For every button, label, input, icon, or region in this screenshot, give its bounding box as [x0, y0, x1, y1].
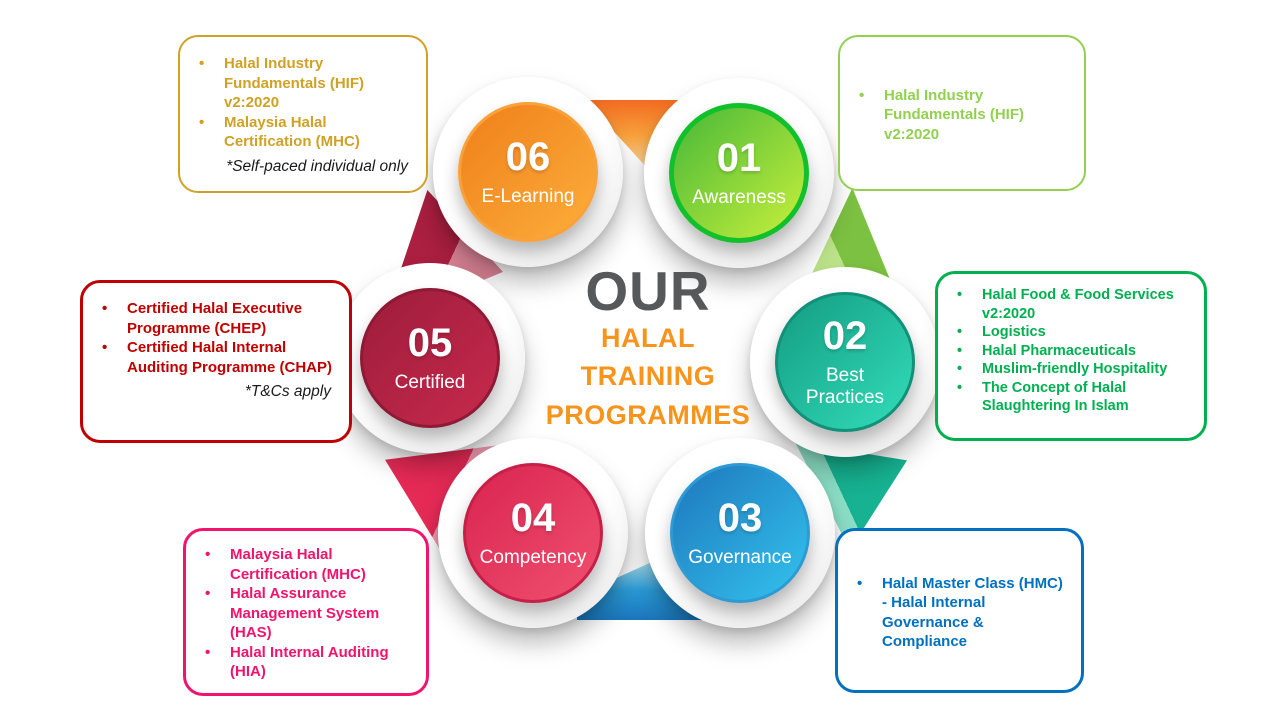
node-governance-circle: 03 Governance [670, 463, 810, 603]
node-elearning-circle: 06 E-Learning [458, 102, 598, 242]
callout-best-practices-list: Halal Food & Food Services v2:2020 Logis… [946, 286, 1194, 416]
list-item: Halal Industry Fundamentals (HIF) v2:202… [848, 86, 1074, 145]
node-certified: 05 Certified [335, 263, 525, 453]
list-item: Halal Assurance Management System (HAS) [194, 584, 416, 643]
node-label: Certified [394, 371, 466, 393]
title-programmes: PROGRAMMES [545, 399, 751, 430]
node-label: E-Learning [481, 185, 575, 207]
node-elearning: 06 E-Learning [433, 77, 623, 267]
callout-certified-list: Certified Halal Executive Programme (CHE… [91, 299, 339, 377]
node-number: 04 [510, 495, 556, 540]
list-item: Logistics [946, 323, 1194, 342]
list-item: The Concept of Halal Slaughtering In Isl… [946, 379, 1194, 416]
list-item: Malaysia Halal Certification (MHC) [188, 113, 416, 152]
callout-certified-note: *T&Cs apply [244, 383, 331, 400]
list-item: Halal Master Class (HMC) - Halal Interna… [846, 574, 1071, 652]
callout-awareness-list: Halal Industry Fundamentals (HIF) v2:202… [848, 86, 1074, 145]
callout-awareness: Halal Industry Fundamentals (HIF) v2:202… [838, 35, 1086, 191]
list-item: Halal Food & Food Services v2:2020 [946, 286, 1194, 323]
callout-competency: Malaysia Halal Certification (MHC) Halal… [183, 528, 429, 696]
node-label: Best Practices [805, 365, 885, 408]
list-item: Certified Halal Executive Programme (CHE… [91, 299, 339, 338]
node-awareness-circle: 01 Awareness [669, 103, 809, 243]
node-label: Awareness [692, 186, 786, 208]
callout-elearning-note: *Self-paced individual only [226, 157, 408, 175]
node-number: 03 [717, 495, 763, 540]
node-certified-circle: 05 Certified [360, 288, 500, 428]
title-halal: HALAL [601, 323, 695, 353]
callout-elearning: Halal Industry Fundamentals (HIF) v2:202… [178, 35, 428, 193]
callout-competency-list: Malaysia Halal Certification (MHC) Halal… [194, 545, 416, 682]
page-title: OUR HALAL TRAINING PROGRAMMES [533, 264, 763, 434]
list-item: Halal Industry Fundamentals (HIF) v2:202… [188, 54, 416, 113]
list-item: Halal Internal Auditing (HIA) [194, 643, 416, 682]
node-number: 02 [822, 314, 868, 359]
callout-governance: Halal Master Class (HMC) - Halal Interna… [835, 528, 1084, 693]
node-label: Competency [479, 546, 587, 568]
node-number: 06 [505, 134, 551, 179]
node-competency-circle: 04 Competency [463, 463, 603, 603]
node-number: 01 [716, 135, 762, 180]
list-item: Certified Halal Internal Auditing Progra… [91, 338, 339, 377]
list-item: Malaysia Halal Certification (MHC) [194, 545, 416, 584]
list-item: Muslim-friendly Hospitality [946, 360, 1194, 379]
node-best-practices: 02 Best Practices [750, 267, 940, 457]
node-number: 05 [407, 320, 453, 365]
callout-governance-list: Halal Master Class (HMC) - Halal Interna… [846, 574, 1071, 652]
callout-elearning-list: Halal Industry Fundamentals (HIF) v2:202… [188, 54, 416, 152]
title-training: TRAINING [580, 361, 716, 392]
node-awareness: 01 Awareness [644, 78, 834, 268]
callout-certified: Certified Halal Executive Programme (CHE… [80, 280, 352, 443]
node-label: Governance [688, 546, 792, 568]
node-governance: 03 Governance [645, 438, 835, 628]
node-competency: 04 Competency [438, 438, 628, 628]
title-our: OUR [585, 260, 711, 322]
node-best-practices-circle: 02 Best Practices [775, 292, 915, 432]
list-item: Halal Pharmaceuticals [946, 342, 1194, 361]
callout-best-practices: Halal Food & Food Services v2:2020 Logis… [935, 271, 1207, 441]
